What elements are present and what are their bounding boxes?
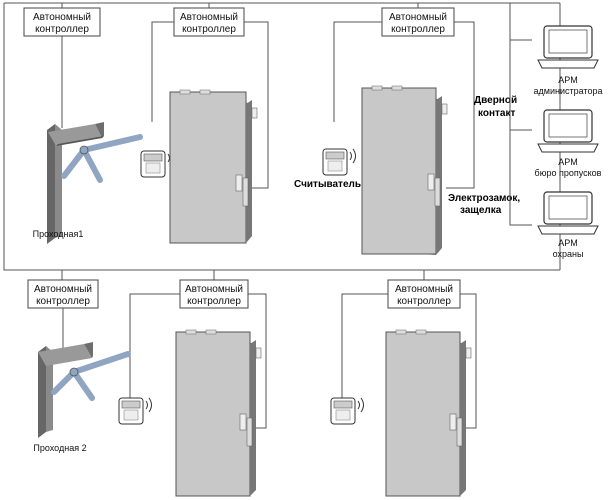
workstation-pass-office-line1: АРМ: [558, 157, 577, 167]
controller-3-reader-wire: [333, 21, 382, 122]
workstation-security-line1: АРМ: [558, 238, 577, 248]
controller-1-line2: контроллер: [35, 24, 89, 35]
reader-1: [140, 150, 174, 178]
controller-6: Автономный контроллер: [387, 279, 461, 309]
door-1: [169, 89, 258, 244]
controller-6-reader-wire: [341, 293, 388, 398]
workstation-security-line2: охраны: [553, 249, 584, 259]
controller-4-line2: контроллер: [36, 296, 90, 307]
workstation-pass-office-line2: бюро пропусков: [535, 168, 602, 178]
lock-label-line2: защелка: [460, 205, 502, 216]
workstations-bus: [509, 3, 532, 226]
door-contact-label-line2: контакт: [478, 108, 515, 119]
controller-2: Автономный контроллер: [173, 7, 245, 37]
controller-6-line1: Автономный: [395, 284, 453, 295]
reader-label: Считыватель: [294, 179, 361, 190]
turnstile-1-label: Проходная1: [33, 229, 84, 239]
workstation-admin-line2: администратора: [534, 86, 603, 96]
reader-3: [118, 397, 152, 425]
controller-6-line2: контроллер: [397, 296, 451, 307]
turnstile-2: [38, 342, 131, 438]
controller-5-reader-wire: [129, 293, 180, 398]
controller-3: Автономный контроллер: [381, 7, 455, 37]
turnstile-2-label: Проходная 2: [33, 443, 86, 453]
controller-2-line1: Автономный: [180, 12, 238, 23]
controller-1-line1: Автономный: [33, 12, 91, 23]
workstation-admin-line1: АРМ: [558, 75, 577, 85]
turnstile-1: [47, 122, 143, 244]
lock-label-line1: Электрозамок,: [448, 193, 520, 204]
reader-2: [322, 148, 356, 176]
workstation-pass-office: [537, 109, 599, 153]
controller-5: Автономный контроллер: [179, 279, 249, 309]
controller-3-line1: Автономный: [389, 12, 447, 23]
door-contact-label-line1: Дверной: [474, 95, 517, 106]
controller-3-door-wire: [446, 21, 475, 189]
controller-2-line2: контроллер: [182, 24, 236, 35]
controller-3-line2: контроллер: [391, 24, 445, 35]
controller-2-door-wire: [244, 21, 269, 189]
controller-6-door-wire: [460, 293, 477, 429]
controller-4: Автономный контроллер: [27, 279, 99, 309]
controller-5-line2: контроллер: [187, 296, 241, 307]
door-4: [385, 329, 472, 497]
workstation-security: [537, 191, 599, 235]
door-3: [175, 329, 262, 497]
reader-4: [330, 397, 364, 425]
controller-5-line1: Автономный: [185, 284, 243, 295]
door-2: [361, 85, 448, 255]
controller-1: Автономный контроллер: [23, 7, 101, 37]
workstation-admin: [537, 25, 599, 69]
controller-4-line1: Автономный: [34, 284, 92, 295]
controller-2-reader-wire: [151, 21, 174, 122]
controller-5-door-wire: [248, 293, 267, 429]
